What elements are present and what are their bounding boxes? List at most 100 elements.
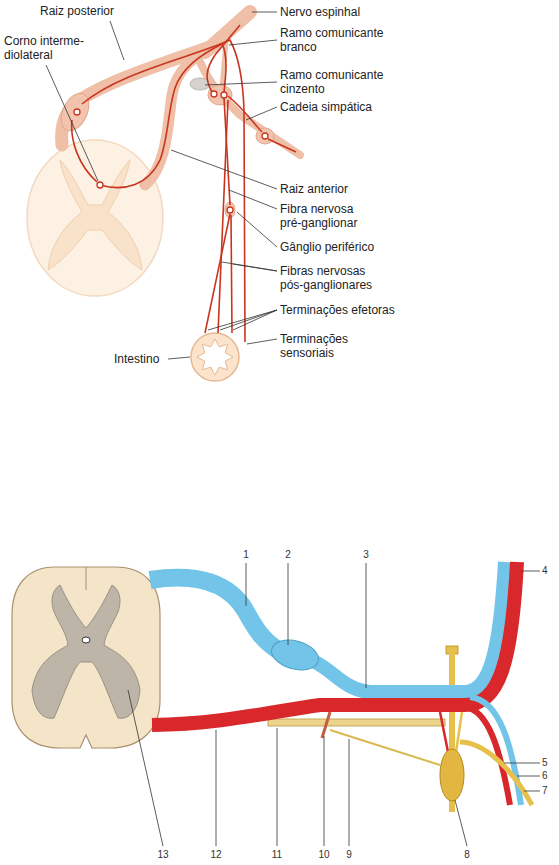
part-label: Corno interme- diolateral — [4, 34, 96, 62]
part-label: Gânglio periférico — [280, 240, 374, 254]
anterior-root — [152, 562, 517, 725]
leader-line — [455, 800, 467, 846]
synapse — [221, 92, 227, 98]
part-label: Intestino — [114, 352, 159, 366]
spinal-cord — [12, 567, 160, 748]
leader-line — [168, 357, 190, 359]
postganglionic-fibre — [205, 214, 230, 333]
leader-line — [222, 262, 277, 271]
leader-line — [229, 190, 277, 209]
part-label: Terminações efetoras — [280, 303, 395, 317]
callout-number: 11 — [272, 849, 282, 861]
part-label: Ramo comunicante branco — [280, 26, 395, 54]
leader-lines — [46, 12, 277, 359]
callout-number: 12 — [210, 849, 221, 861]
grey-matter — [32, 585, 140, 718]
callout-number: 13 — [157, 849, 168, 861]
leader-line — [366, 563, 367, 688]
posterior-root — [150, 578, 278, 650]
callout-number: 9 — [346, 849, 352, 861]
leader-line — [288, 563, 289, 645]
leader-line — [233, 310, 277, 330]
leader-line — [246, 107, 277, 120]
dorsal-ganglion — [56, 89, 95, 135]
sympathetic-trunk — [268, 646, 458, 812]
leader-line — [171, 150, 277, 189]
synapse — [227, 207, 233, 213]
ventral-branch — [465, 707, 510, 805]
callout-number: 1 — [243, 549, 249, 561]
leader-line — [46, 65, 98, 181]
intestine-lumen — [197, 339, 233, 375]
nerve-fibres — [72, 25, 296, 342]
part-label: Fibras nervosas pós-ganglionares — [280, 264, 384, 292]
median-sulcus — [86, 567, 87, 590]
grey-ramus — [456, 712, 462, 752]
callout-number: 8 — [464, 849, 470, 861]
synapse — [97, 182, 103, 188]
grey-matter — [48, 160, 142, 270]
part-label: Cadeia simpática — [280, 100, 372, 114]
part-label: Raiz posterior — [40, 4, 114, 18]
leader-line — [324, 736, 325, 846]
callout-number: 10 — [318, 849, 329, 861]
thin-branch — [330, 730, 440, 765]
spinal-ganglion — [268, 635, 322, 674]
leader-line — [237, 212, 277, 247]
part-label: Ramo comunicante cinzento — [280, 68, 395, 96]
leader-line — [504, 763, 540, 764]
callout-number: 6 — [542, 770, 548, 782]
leader-line — [277, 728, 278, 846]
intestine — [191, 333, 239, 381]
synapse — [262, 133, 268, 139]
leader-line — [128, 690, 163, 846]
spinal-cord-top — [27, 140, 163, 296]
small-branch — [322, 712, 330, 738]
leader-line — [205, 82, 277, 85]
ventral-branch — [470, 697, 521, 805]
leader-line — [517, 776, 540, 777]
synapse — [74, 109, 80, 115]
callout-number: 7 — [542, 785, 548, 797]
part-label: Terminações sensoriais — [280, 332, 360, 360]
white-ramus — [440, 712, 448, 752]
postganglionic-fibre — [207, 25, 240, 92]
spinal-nerve-sensory — [315, 562, 505, 692]
leader-line — [252, 12, 277, 13]
visceral-branch — [268, 719, 445, 726]
chain-ganglion — [256, 128, 274, 144]
nerve-bottom — [150, 562, 532, 805]
synapse — [211, 91, 217, 97]
part-label: Raiz anterior — [280, 182, 348, 196]
postganglionic-fibre — [218, 100, 228, 333]
postganglionic-fibre — [231, 215, 232, 333]
callout-number: 5 — [542, 757, 548, 769]
leader-line — [216, 730, 217, 846]
preganglionic-fibre — [100, 44, 226, 188]
leader-line — [220, 310, 277, 330]
leader-line — [349, 739, 350, 846]
roots-top — [62, 12, 300, 185]
leader-lines — [128, 563, 540, 846]
callout-number: 4 — [542, 565, 548, 577]
leader-line — [247, 339, 277, 344]
leader-line — [208, 310, 277, 330]
part-label: Nervo espinhal — [280, 5, 360, 19]
callout-number: 3 — [363, 549, 369, 561]
sympathetic-ganglion — [440, 749, 464, 801]
leader-line — [233, 264, 277, 271]
spinal-cord — [27, 140, 163, 296]
leader-line — [521, 571, 540, 572]
grey-ramus — [460, 742, 532, 805]
leader-line — [524, 791, 540, 792]
callout-number: 2 — [285, 549, 291, 561]
intestine-wall — [191, 333, 239, 381]
leader-line — [110, 21, 124, 60]
central-canal — [82, 637, 90, 643]
spinal-cord-bottom — [12, 567, 160, 748]
part-label: Fibra nervosa pré-ganglionar — [280, 202, 372, 230]
sensory-fibre — [72, 40, 245, 342]
synapses — [74, 91, 268, 213]
leader-line — [229, 40, 277, 45]
